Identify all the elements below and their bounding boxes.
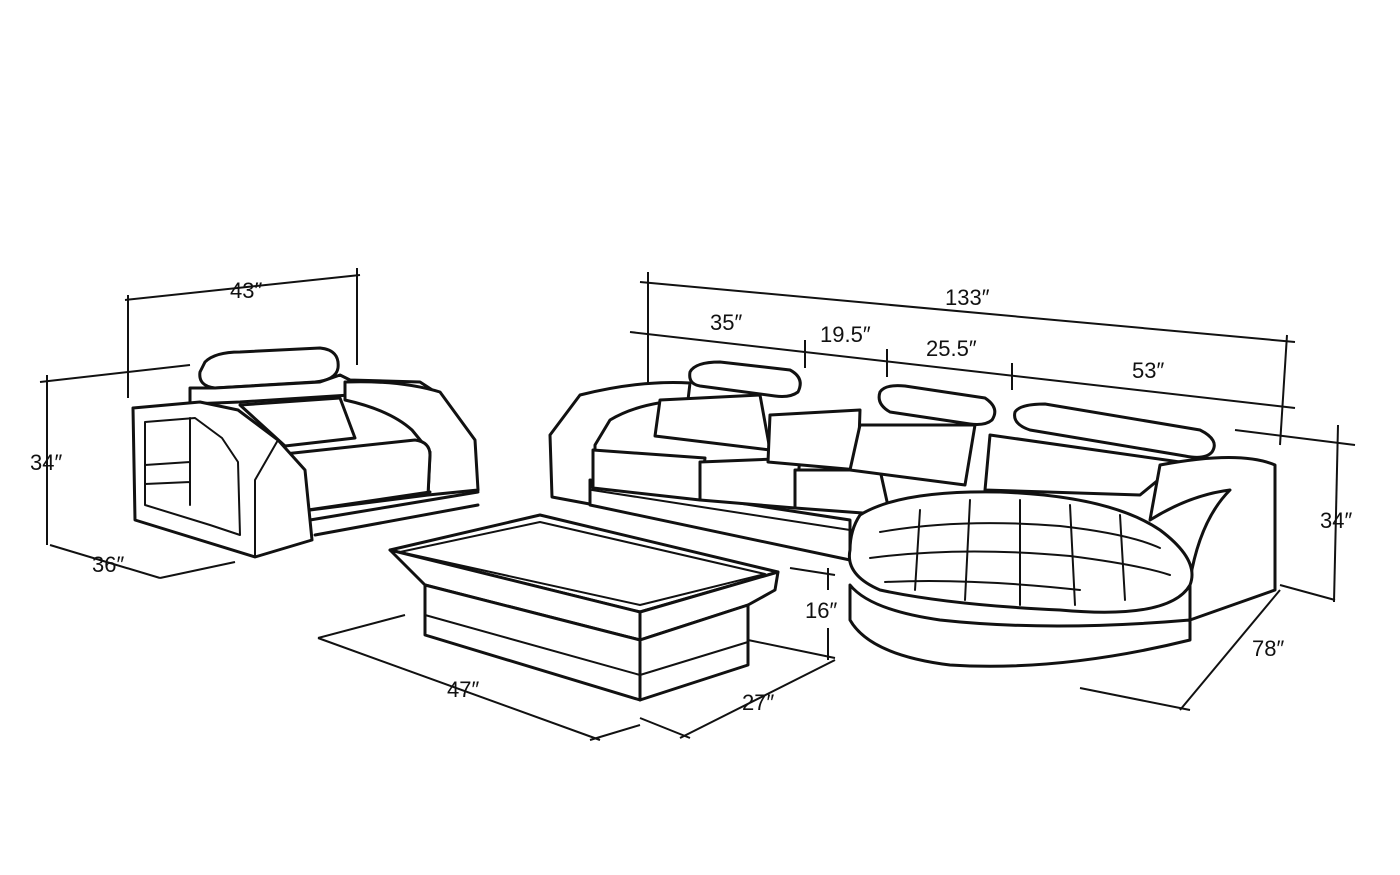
sofa-segment-3-label: 25.5″ bbox=[926, 336, 977, 361]
sofa-depth-label: 78″ bbox=[1252, 636, 1284, 661]
sofa-total-width-label: 133″ bbox=[945, 285, 990, 310]
sofa-segment-2-label: 19.5″ bbox=[820, 322, 871, 347]
dimension-lines bbox=[39, 268, 1356, 741]
armchair-depth-label: 36″ bbox=[92, 552, 124, 577]
coffee-table-drawing bbox=[388, 513, 780, 702]
table-width-label: 27″ bbox=[742, 690, 774, 715]
table-height-label: 16″ bbox=[805, 598, 837, 623]
table-length-label: 47″ bbox=[447, 677, 479, 702]
sofa-segment-1-label: 35″ bbox=[710, 310, 742, 335]
sofa-height-label: 34″ bbox=[1320, 508, 1352, 533]
armchair-drawing bbox=[131, 346, 480, 559]
armchair-width-label: 43″ bbox=[230, 278, 262, 303]
sectional-sofa-drawing bbox=[548, 360, 1277, 668]
armchair-height-label: 34″ bbox=[30, 450, 62, 475]
sofa-segment-4-label: 53″ bbox=[1132, 358, 1164, 383]
